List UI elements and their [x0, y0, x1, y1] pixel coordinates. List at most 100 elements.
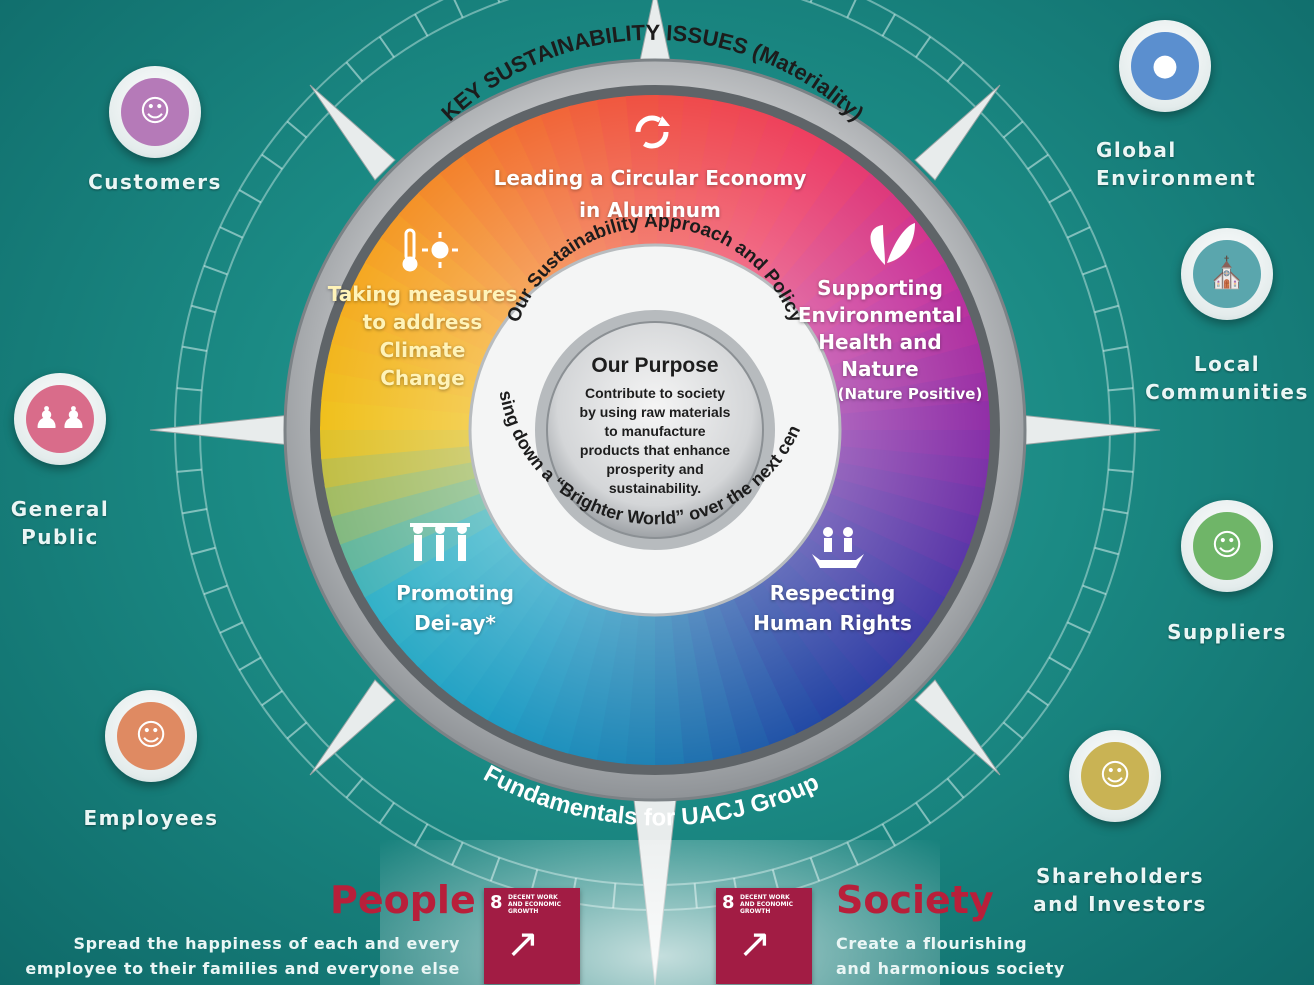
growth-chart-icon: ↗: [738, 921, 772, 967]
compass-tick: [203, 584, 228, 596]
issue-circular-line2: in Aluminum: [579, 198, 721, 222]
compass-tick: [1002, 120, 1024, 139]
issue-climate-change: Taking measures to address Climate Chang…: [325, 280, 520, 392]
issue-circular-line1: Leading a Circular Economy: [493, 166, 807, 190]
compass-tick: [1082, 264, 1107, 276]
issue-dei-line1: Promoting: [396, 581, 514, 605]
compass-tick: [1048, 189, 1072, 204]
stakeholder-suppliers: ☺ Suppliers: [1142, 500, 1312, 646]
purpose-line: sustainability.: [609, 480, 701, 496]
stakeholder-shareholders: ☺ Shareholders and Investors: [1030, 730, 1205, 918]
compass-tick: [238, 189, 262, 204]
compass-tick: [453, 0, 464, 19]
society-line1: Create a flourishing: [836, 934, 1028, 953]
issue-nature-line3: Health and: [818, 330, 942, 354]
hand-people-icon: [812, 527, 864, 568]
compass-tick: [261, 690, 283, 707]
customers-label: Customers: [88, 170, 222, 194]
issue-nature-line2: Environmental: [797, 303, 963, 327]
issue-nature: Supporting Environmental Health and Natu…: [795, 275, 965, 383]
compass-tick: [1082, 584, 1107, 596]
compass-tick: [1102, 508, 1128, 515]
growth-chart-icon: ↗: [506, 921, 540, 967]
purpose-line: to manufacture: [604, 423, 705, 439]
purpose-line: products that enhance: [580, 442, 730, 458]
stakeholder-employees: ☺ Employees: [66, 690, 236, 832]
compass-tick: [1094, 546, 1119, 556]
compass-tick: [915, 802, 932, 824]
suppliers-label: Suppliers: [1167, 620, 1287, 644]
issue-nature-sub: (Nature Positive): [837, 385, 983, 403]
building-icon: ⛪: [1193, 240, 1261, 308]
compass-tick: [191, 304, 216, 314]
issue-human-rights: Respecting Human Rights: [740, 578, 925, 638]
compass-tick: [946, 61, 965, 83]
compass-tick: [1027, 690, 1049, 707]
stakeholder-general-public: ♟♟ General Public: [0, 373, 145, 551]
shareholders-label: Shareholders and Investors: [1033, 864, 1207, 916]
worker-icon: ☺: [117, 702, 185, 770]
society-description: Create a flourishing and harmonious soci…: [836, 931, 1136, 981]
compass-tick: [191, 546, 216, 556]
support-person-icon: ☺: [1193, 512, 1261, 580]
stakeholder-customers: ☺ Customers: [70, 66, 240, 196]
purpose-line: prosperity and: [606, 461, 703, 477]
people-group-icon: [410, 523, 470, 561]
compass-tick: [1108, 387, 1134, 392]
globe-icon: ●: [1131, 32, 1199, 100]
compass-tick: [176, 387, 202, 392]
compass-star: [149, 0, 1161, 985]
stakeholder-local-communities: ⛪ Local Communities: [1142, 228, 1312, 406]
people-title: People: [330, 878, 476, 922]
compass-tick: [1066, 621, 1091, 634]
compass-tick: [182, 345, 208, 352]
compass-tick: [1094, 304, 1119, 314]
investor-icon: ☺: [1081, 742, 1149, 810]
sdg-badge-society: 8 DECENT WORK AND ECONOMIC GROWTH ↗: [716, 888, 812, 984]
compass-tick: [1027, 153, 1049, 170]
leaf-icon: [870, 223, 915, 265]
compass-tick: [345, 777, 364, 799]
customers-badge: ☺: [109, 66, 201, 158]
purpose-line: Contribute to society: [585, 385, 725, 401]
sdg-badge-people: 8 DECENT WORK AND ECONOMIC GROWTH ↗: [484, 888, 580, 984]
global-environment-badge: ●: [1119, 20, 1211, 112]
issue-nature-line4: Nature: [841, 357, 919, 381]
compass-tick: [1102, 345, 1128, 352]
compass-tick: [1048, 656, 1072, 671]
issue-dei-line2: Dei-ay*: [414, 611, 496, 635]
local-communities-label: Local Communities: [1145, 352, 1309, 404]
compass-tick: [219, 226, 244, 239]
sdg-number: 8: [490, 892, 503, 913]
people-line1: Spread the happiness of each and every: [73, 934, 460, 953]
compass-tick: [946, 777, 965, 799]
compass-tick: [1002, 721, 1024, 740]
purpose-line: by using raw materials: [580, 404, 731, 420]
compass-tick: [261, 153, 283, 170]
issue-circular-economy: Leading a Circular Economy in Aluminum: [470, 162, 830, 226]
compass-tick: [219, 621, 244, 634]
compass-tick: [846, 0, 857, 19]
compass-tick: [238, 656, 262, 671]
issue-rights-line1: Respecting: [769, 581, 896, 605]
bottom-glow: [380, 840, 940, 985]
general-public-label: General Public: [10, 497, 110, 549]
compass-tick: [182, 508, 208, 515]
thermometer-sun-icon: [402, 228, 458, 272]
issue-dei: Promoting Dei-ay*: [370, 578, 540, 638]
issue-nature-line1: Supporting: [817, 276, 943, 300]
people-description: Spread the happiness of each and every e…: [20, 931, 460, 981]
compass-tick: [881, 13, 896, 37]
suppliers-badge: ☺: [1181, 500, 1273, 592]
purpose-title: Our Purpose: [591, 354, 718, 377]
issue-climate-line4: Change: [380, 366, 465, 390]
issue-climate-line1: Taking measures: [327, 282, 518, 306]
society-title: Society: [836, 878, 994, 922]
sdg-text: DECENT WORK AND ECONOMIC GROWTH: [740, 894, 794, 915]
compass-tick: [176, 468, 202, 473]
employees-badge: ☺: [105, 690, 197, 782]
person-icon: ☺: [121, 78, 189, 146]
issue-climate-line3: Climate: [379, 338, 466, 362]
